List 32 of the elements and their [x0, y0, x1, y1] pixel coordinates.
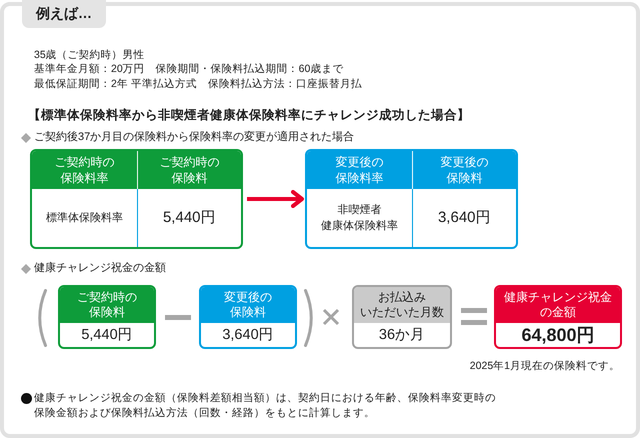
- card-header: ご契約時の保険料: [60, 287, 154, 323]
- table-panel: [305, 149, 518, 249]
- info-text: 最低保証期間：2年 平準払込方式 保険料払込方法：口座振替月払: [34, 77, 362, 91]
- column-header: 変更後の保険料: [412, 151, 516, 189]
- title-tab: 例えば…: [22, 0, 106, 28]
- amount-card: [199, 285, 297, 349]
- amount-card: [352, 285, 452, 349]
- info-text: 35歳（ご契約時）男性: [34, 48, 145, 62]
- rate-text: 標準体保険料率: [46, 210, 123, 226]
- column-header: 変更後の保険料率: [307, 151, 412, 189]
- subheading: 健康チャレンジ祝金の金額: [34, 261, 166, 276]
- info-text: 基準年金月額：20万円 保険期間・保険料払込期間：60歳まで: [34, 62, 344, 76]
- premium-amount: 3,640円: [438, 208, 491, 228]
- amount-value: 36か月: [378, 326, 426, 344]
- card-header: 変更後の保険料: [201, 287, 295, 323]
- arrow: [247, 190, 304, 208]
- card-header: お払込みいただいた月数: [354, 287, 450, 323]
- note-text: 健康チャレンジ祝金の金額（保険料差額相当額）は、契約日における年齢、保険料率変更時の保険金額および保険料払込方法（回数・経路）をもとに計算します。: [34, 391, 496, 421]
- amount-value: 5,440円: [81, 326, 133, 344]
- card-header: 健康チャレンジ祝金の金額: [496, 287, 620, 323]
- column-header: ご契約時の保険料率: [32, 151, 136, 189]
- amount-value: 3,640円: [222, 326, 274, 344]
- rate-text: 非喫煙者健康体保険料率: [320, 203, 398, 234]
- section-heading: 【標準体保険料率から非喫煙者健康体保険料率にチャレンジ成功した場合】: [28, 107, 470, 124]
- amount-card: [494, 285, 622, 349]
- column-header: ご契約時の保険料: [136, 151, 241, 189]
- subheading: ご契約後37か月目の保険料から保険料率の変更が適用された場合: [34, 130, 354, 145]
- premium-amount: 5,440円: [162, 208, 216, 228]
- amount-card: [58, 285, 156, 349]
- amount-value: 64,800円: [521, 324, 595, 346]
- table-panel: [30, 149, 243, 249]
- footnote: 2025年1月現在の保険料です。: [470, 359, 620, 373]
